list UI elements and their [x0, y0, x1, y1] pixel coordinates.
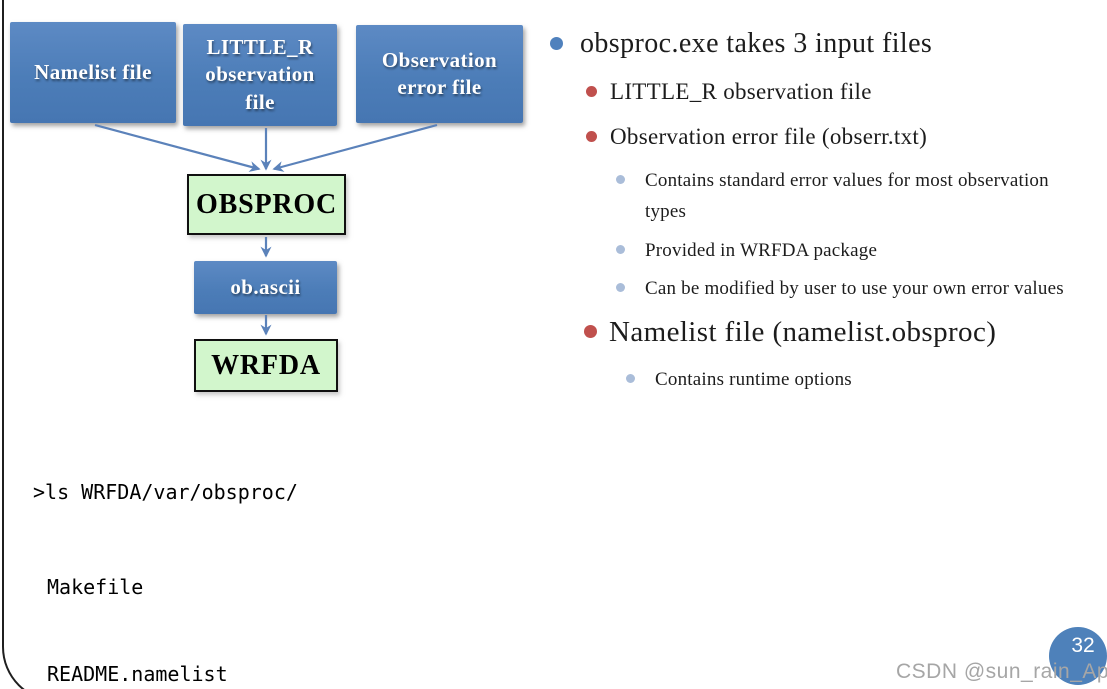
bullet-text: LITTLE_R observation file [610, 79, 872, 104]
diagram-box-label: Namelist file [34, 59, 152, 84]
bullet-icon [616, 175, 625, 184]
list-item-level3: Contains standard error values for most … [616, 165, 1105, 227]
watermark-text: CSDN @sun_rain_April [896, 660, 1107, 683]
bullet-text: obsproc.exe takes 3 input files [580, 28, 933, 59]
diagram-box-ob-ascii: ob.ascii [194, 261, 337, 314]
diagram-box-obsproc: OBSPROC [187, 174, 346, 235]
list-item-level2: LITTLE_R observation file [586, 77, 1105, 107]
diagram-box-label: WRFDA [211, 349, 321, 381]
list-item-level1: obsproc.exe takes 3 input files [550, 26, 1105, 62]
bullet-icon [584, 325, 597, 338]
diagram-box-label: OBSPROC [196, 188, 337, 220]
bullet-text: Namelist file (namelist.obsproc) [609, 316, 997, 348]
bullet-text: Observation error file (obserr.txt) [610, 124, 928, 149]
terminal-listing: >ls WRFDA/var/obsproc/ Makefile README.n… [33, 420, 444, 689]
arrow-namelist-to-obsproc [94, 123, 261, 172]
arrow-obserror-to-obsproc [272, 123, 438, 172]
diagram-box-label: ob.ascii [230, 274, 301, 299]
diagram-box-namelist-file: Namelist file [10, 22, 176, 123]
bullet-text: Can be modified by user to use your own … [645, 278, 1064, 299]
list-item-level2: Observation error file (obserr.txt) [586, 122, 1105, 152]
bullet-icon [586, 131, 597, 142]
bullet-icon [550, 37, 563, 50]
bullet-icon [586, 86, 597, 97]
diagram-box-label: LITTLE_R observation file [205, 35, 315, 114]
list-item-level3: Provided in WRFDA package [616, 235, 1105, 266]
bullet-icon [616, 245, 625, 254]
bullet-text: Contains standard error values for most … [645, 170, 1049, 222]
bullet-text: Contains runtime options [655, 369, 852, 390]
bullet-icon [626, 374, 635, 383]
list-item-level2: Namelist file (namelist.obsproc) [584, 313, 1105, 351]
bullet-icon [616, 283, 625, 292]
diagram-box-littler-observation-file: LITTLE_R observation file [183, 24, 337, 126]
diagram-box-label: Observation error file [381, 47, 498, 99]
terminal-command: >ls WRFDA/var/obsproc/ [33, 480, 298, 504]
terminal-file-line: Makefile [47, 575, 144, 599]
bullet-list: obsproc.exe takes 3 input files LITTLE_R… [540, 20, 1105, 395]
diagram-box-observation-error-file: Observation error file [356, 25, 523, 123]
list-item-level3: Contains runtime options [626, 364, 1105, 395]
list-item-level3: Can be modified by user to use your own … [616, 273, 1105, 304]
page-number: 32 [1071, 634, 1095, 657]
page-number-badge: 32 [1049, 627, 1107, 685]
diagram-box-wrfda: WRFDA [194, 339, 338, 392]
terminal-file-line: README.namelist [47, 662, 228, 686]
bullet-text: Provided in WRFDA package [645, 240, 878, 261]
